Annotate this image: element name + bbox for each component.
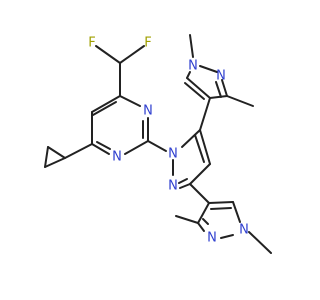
pyrimidine-nitrogen-lower: N [112, 150, 122, 165]
bond-lower-c5-n1 [232, 201, 241, 223]
bond-upper-n2-c3-double [215, 81, 222, 98]
bond-pyrimidine-n1-c6 [119, 95, 141, 107]
bond-chf2-c-f-left [95, 45, 121, 64]
central-pyrazole-nitrogen-1: N [168, 147, 178, 162]
bond-pyrimidine-to-central-pyrazole [147, 140, 167, 152]
bond-lower-c3-methyl [175, 215, 199, 224]
bond-upper-n1-n2 [199, 65, 218, 73]
bond-central-to-lower-pyrazole [189, 183, 210, 204]
molecule-structure: F F N N N N N N N N [44, 34, 272, 254]
central-pyrazole-nitrogen-2: N [168, 179, 178, 194]
bond-ring-to-cyclopropyl [64, 143, 93, 159]
bond-pyrimidine-n3-c2 [124, 140, 149, 155]
molecule-canvas: F F N N N N N N N N [44, 34, 272, 254]
bond-upper-n1-methyl [189, 34, 194, 58]
bond-central-c3-n2-double [178, 178, 188, 184]
bonds [44, 34, 272, 254]
bond-central-c5-c4-double [194, 134, 205, 163]
bond-lower-n2-c3 [197, 222, 205, 232]
bond-cyclopropyl-b [44, 146, 49, 168]
atom-labels: F F N N N N N N N N [88, 36, 249, 246]
bond-cyclopropyl-a [47, 146, 66, 159]
bond-chf2-c-f-right [119, 45, 145, 64]
bond-central-c3-n2 [179, 183, 191, 189]
bond-upper-c4-c5 [186, 77, 211, 99]
upper-pyrazole-nitrogen-2: N [216, 69, 226, 84]
upper-pyrazole-nitrogen-1: N [188, 59, 198, 74]
bond-lower-c4-c5 [208, 201, 234, 204]
pyrimidine-nitrogen-upper: N [143, 104, 153, 119]
bond-central-n1-c5 [181, 129, 201, 148]
bond-central-c4-c3 [189, 163, 211, 185]
bond-pyrimidine-c4-n3 [91, 143, 110, 155]
bond-upper-c5-n1 [186, 71, 191, 79]
bond-upper-c3-c4 [209, 95, 228, 99]
fluorine-right: F [144, 36, 151, 51]
bond-upper-n2-c3 [221, 79, 228, 97]
bond-pyrimidine-c6-c5-double [92, 101, 117, 116]
bond-lower-n2-c3-double [202, 218, 209, 225]
bond-pyrimidine-c4-n3-double [96, 141, 111, 150]
bond-central-to-upper-pyrazole [199, 97, 211, 131]
fluorine-left: F [88, 36, 95, 51]
bond-lower-n1-n2 [220, 234, 234, 239]
bond-cyclopropyl-c [44, 157, 66, 168]
bond-lower-c4-c5-double [210, 207, 232, 210]
bond-lower-c3-c4 [197, 202, 210, 224]
bond-upper-c4-c5-double [184, 82, 205, 100]
bond-lower-n1-methyl [248, 231, 272, 254]
lower-pyrazole-nitrogen-2: N [207, 231, 217, 246]
lower-pyrazole-nitrogen-1: N [239, 223, 249, 238]
bond-upper-c3-methyl [226, 95, 254, 107]
bond-central-c5-c4 [199, 129, 211, 165]
bond-pyrimidine-c6-c5 [91, 95, 121, 113]
